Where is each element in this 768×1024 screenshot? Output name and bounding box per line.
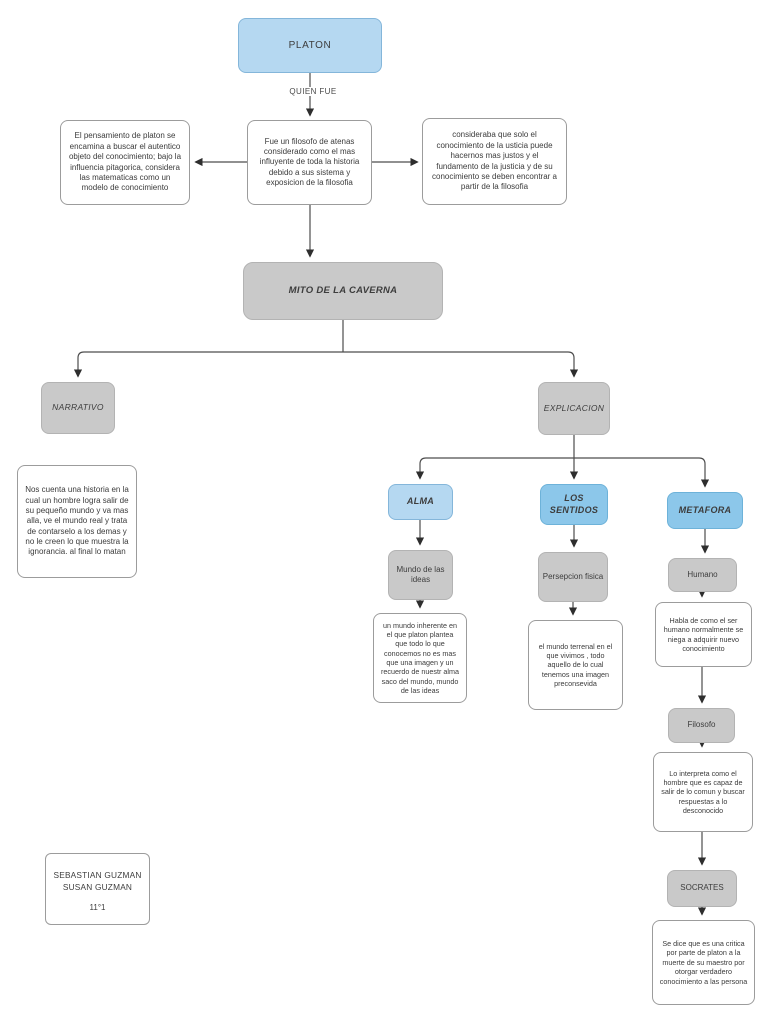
node-filosofo: Filosofo bbox=[668, 708, 735, 743]
node-narrativo-detalle: Nos cuenta una historia en la cual un ho… bbox=[17, 465, 137, 578]
node-narrativo: NARRATIVO bbox=[41, 382, 115, 434]
node-mundo-ideas-detalle: un mundo inherente en el que platon plan… bbox=[373, 613, 467, 703]
credit-author-1: SEBASTIAN GUZMAN bbox=[53, 870, 142, 880]
node-metafora: METAFORA bbox=[667, 492, 743, 529]
node-mito-de-la-caverna: MITO DE LA CAVERNA bbox=[243, 262, 443, 320]
credit-author-2: SUSAN GUZMAN bbox=[62, 881, 133, 892]
node-humano: Humano bbox=[668, 558, 737, 592]
node-filosofo-detalle: Lo interpreta como el hombre que es capa… bbox=[653, 752, 753, 832]
node-conocimiento-justicia: consideraba que solo el conocimiento de … bbox=[422, 118, 567, 205]
credits-box: SEBASTIAN GUZMAN SUSAN GUZMAN 11°1 bbox=[45, 853, 150, 925]
node-persepcion-fisica: Persepcion fisica bbox=[538, 552, 608, 602]
node-mundo-de-las-ideas: Mundo de las ideas bbox=[388, 550, 453, 600]
node-socrates-detalle: Se dice que es una critica por parte de … bbox=[652, 920, 755, 1005]
node-alma: ALMA bbox=[388, 484, 453, 520]
node-socrates: SOCRATES bbox=[667, 870, 737, 907]
edge-label-quien-fue: QUIEN FUE bbox=[278, 87, 348, 96]
node-quien-fue-descripcion: Fue un filosofo de atenas considerado co… bbox=[247, 120, 372, 205]
node-pensamiento-platon: El pensamiento de platon se encamina a b… bbox=[60, 120, 190, 205]
node-explicacion: EXPLICACION bbox=[538, 382, 610, 435]
node-platon: PLATON bbox=[238, 18, 382, 73]
credit-grade: 11°1 bbox=[89, 903, 106, 913]
node-persepcion-detalle: el mundo terrenal en el que vivimos , to… bbox=[528, 620, 623, 710]
node-los-sentidos: LOS SENTIDOS bbox=[540, 484, 608, 525]
node-humano-detalle: Habla de como el ser humano normalmente … bbox=[655, 602, 752, 667]
